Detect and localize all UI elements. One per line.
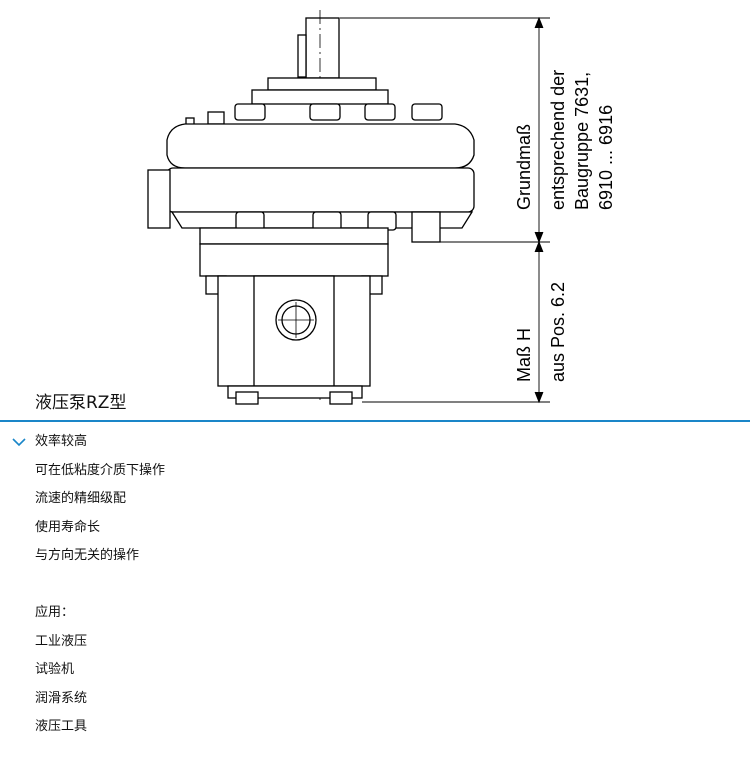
feature-item: 流速的精细级配 — [35, 491, 127, 506]
dimension-labels: Grundmaß entsprechend der Baugruppe 7631… — [514, 70, 616, 382]
chevron-down-icon-svg — [12, 438, 26, 447]
feature-item: 使用寿命长 — [35, 519, 101, 535]
dimension-lines — [340, 16, 550, 404]
spacer — [35, 571, 165, 600]
chevron-down-icon[interactable] — [10, 433, 28, 451]
label-entsprechend-3: 6910 ... 6916 — [596, 105, 616, 210]
motor-housing — [147, 123, 475, 243]
application-item: 试验机 — [35, 662, 75, 677]
application-item: 工业液压 — [35, 633, 88, 649]
top-bolts — [185, 103, 443, 129]
label-entsprechend-2: Baugruppe 7631, — [572, 72, 592, 210]
label-entsprechend-1: entsprechend der — [548, 70, 568, 210]
pump-technical-drawing: Grundmaß entsprechend der Baugruppe 7631… — [147, 10, 616, 405]
image-caption: 液压泵RZ型 — [35, 393, 127, 413]
feature-item: 与方向无关的操作 — [35, 548, 140, 563]
label-mass-h: Maß H — [514, 328, 534, 382]
label-grundmass: Grundmaß — [514, 124, 534, 210]
pump-drawing-svg: Grundmaß entsprechend der Baugruppe 7631… — [147, 10, 616, 405]
label-aus-pos: aus Pos. 6.2 — [548, 282, 568, 382]
application-item: 液压工具 — [35, 719, 88, 734]
applications-heading: 应用： — [35, 605, 75, 620]
application-item: 润滑系统 — [35, 690, 88, 706]
feature-item: 效率较高 — [35, 434, 88, 449]
feature-list: 效率较高 可在低粘度介质下操作 流速的精细级配 使用寿命长 与方向无关的操作 应… — [35, 428, 165, 742]
pump-body — [217, 275, 371, 405]
feature-item: 可在低粘度介质下操作 — [35, 462, 166, 478]
accent-divider — [0, 420, 750, 422]
